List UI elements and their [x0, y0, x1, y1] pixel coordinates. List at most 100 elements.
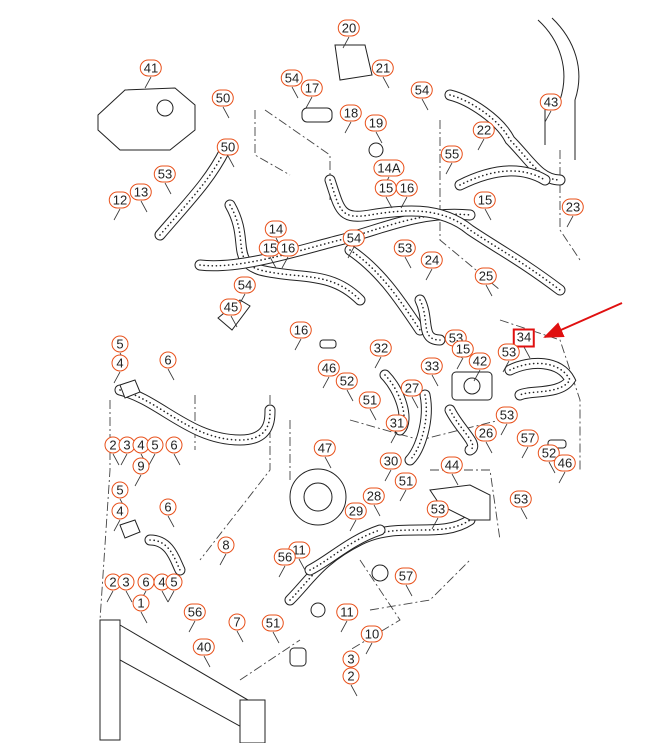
leader-line: [385, 196, 393, 209]
callout-6: 6: [159, 351, 177, 369]
leader-line: [390, 431, 398, 444]
callout-46: 46: [317, 359, 341, 377]
dashed-group-line-5: [199, 395, 271, 561]
expansion-tank-cap: [156, 99, 174, 117]
callout-4: 4: [111, 354, 129, 372]
leader-line: [236, 630, 244, 643]
leader-line: [485, 441, 493, 454]
leader-line: [431, 374, 439, 387]
connector-pipe: [319, 339, 337, 349]
callout-11: 11: [336, 603, 358, 621]
callout-54: 54: [342, 229, 366, 247]
auxiliary-pump: [301, 107, 333, 123]
dashed-group-line-1: [264, 109, 331, 200]
callout-24: 24: [420, 251, 444, 269]
outlet-connector: [289, 647, 307, 667]
upper-coolant-pipe: [537, 17, 580, 160]
callout-8: 8: [217, 536, 235, 554]
leader-line: [125, 590, 133, 603]
leader-line: [374, 356, 382, 369]
callout-7: 7: [228, 613, 246, 631]
callout-6: 6: [165, 436, 183, 454]
leader-line: [134, 474, 142, 487]
radiator-tank: [239, 699, 266, 743]
hose-fill: [405, 390, 431, 465]
leader-line: [485, 284, 493, 297]
leader-line: [120, 453, 128, 466]
callout-44: 44: [440, 456, 464, 474]
callout-53: 53: [153, 165, 177, 183]
callout-40: 40: [192, 638, 216, 656]
leader-line: [112, 453, 120, 466]
hose-texture: [349, 249, 421, 331]
callout-18: 18: [339, 104, 363, 122]
callout-21: 21: [371, 59, 395, 77]
leader-line: [106, 590, 114, 603]
callout-33: 33: [420, 357, 444, 375]
callout-5: 5: [146, 436, 164, 454]
callout-51: 51: [261, 614, 285, 632]
leader-line: [365, 642, 373, 655]
leader-line: [431, 517, 439, 530]
leader-line: [298, 558, 306, 571]
callout-57: 57: [394, 567, 418, 585]
hose-connectors: [119, 379, 141, 539]
leader-line: [404, 256, 412, 269]
callout-29: 29: [344, 502, 368, 520]
callout-46: 46: [553, 454, 577, 472]
leader-line: [161, 590, 169, 603]
hose-texture: [149, 539, 181, 571]
hose-texture: [229, 204, 361, 301]
leader-line: [281, 256, 289, 269]
leader-line: [375, 131, 383, 144]
callout-4: 4: [111, 502, 129, 520]
leader-line: [291, 86, 299, 99]
callout-53: 53: [509, 490, 533, 508]
leader-line: [484, 208, 492, 221]
leader-line: [140, 611, 148, 624]
callout-53: 53: [393, 239, 417, 257]
leader-line: [350, 684, 358, 697]
callout-20: 20: [337, 19, 361, 37]
leader-line: [405, 584, 413, 597]
leader-line: [520, 507, 528, 520]
callout-56: 56: [183, 603, 207, 621]
leader-line: [349, 519, 357, 532]
leader-line: [324, 456, 332, 469]
water-pump-impeller: [303, 482, 333, 512]
callout-5: 5: [165, 573, 183, 591]
callout-51: 51: [394, 472, 418, 490]
callout-23: 23: [561, 198, 585, 216]
callout-47: 47: [313, 439, 337, 457]
callout-42: 42: [468, 352, 492, 370]
callout-25: 25: [474, 267, 498, 285]
callout-50: 50: [211, 89, 235, 107]
leader-line: [500, 423, 508, 436]
oil-cooler-center: [463, 377, 481, 395]
leader-line: [342, 36, 350, 49]
hose-texture: [119, 389, 271, 441]
leader-line: [544, 110, 552, 123]
leader-line: [113, 208, 121, 221]
leader-line: [521, 446, 529, 459]
callout-54: 54: [233, 276, 257, 294]
callout-51: 51: [358, 391, 382, 409]
callout-17: 17: [300, 79, 324, 97]
callout-53: 53: [426, 500, 450, 518]
leader-line: [167, 590, 175, 603]
hose-texture: [329, 179, 561, 291]
leader-line: [322, 376, 330, 389]
leader-line: [373, 504, 381, 517]
leader-line: [477, 138, 485, 151]
callout-12: 12: [108, 191, 132, 209]
leader-line: [473, 369, 481, 382]
leader-line: [344, 121, 352, 134]
hose-fill: [155, 145, 230, 240]
callout-3: 3: [117, 573, 135, 591]
callout-57: 57: [516, 429, 540, 447]
callout-16: 16: [395, 179, 419, 197]
leader-line: [227, 155, 235, 168]
leader-line: [445, 162, 453, 175]
callout-41: 41: [139, 59, 163, 77]
